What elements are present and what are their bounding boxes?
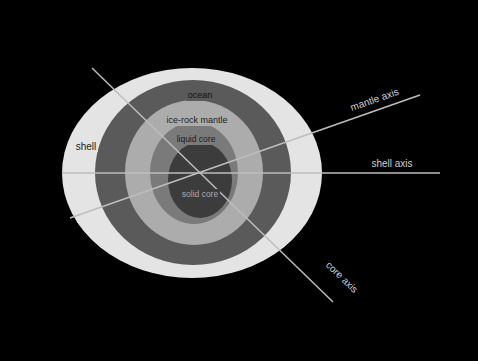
axis-label: core axis <box>322 258 362 297</box>
layer-name: shell <box>74 141 99 152</box>
layer-ellipse <box>62 68 322 278</box>
shell-axis-line <box>62 172 440 174</box>
layer-name: solid core <box>180 189 220 200</box>
layer-ellipse <box>168 142 232 218</box>
layer-name: liquid core <box>175 134 218 145</box>
layer-ellipse <box>150 122 238 224</box>
axis-label: shell axis <box>369 158 414 170</box>
label-holder: core axis <box>321 254 365 298</box>
label-holder: shell axis <box>369 153 414 171</box>
label-holder: mantle axis <box>345 80 402 115</box>
layer-ellipse <box>95 80 291 265</box>
layer-name: ice-rock mantle <box>164 115 229 126</box>
layer-ellipse <box>125 100 263 245</box>
layer-name: ocean <box>186 90 215 101</box>
